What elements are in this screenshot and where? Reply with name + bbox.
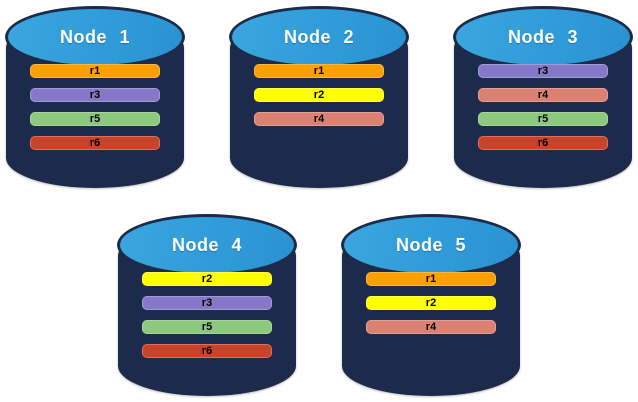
replica-bar: r2 xyxy=(142,272,272,286)
cylinder-top: Node 1 xyxy=(5,6,185,68)
node-title: Node 5 xyxy=(395,234,466,255)
replica-list: r1 r2 r4 xyxy=(254,64,384,126)
replica-bar: r3 xyxy=(30,88,160,102)
database-node: Node 3 r3 r4 r5 r6 xyxy=(453,6,633,190)
replica-bar: r5 xyxy=(478,112,608,126)
replica-bar: r5 xyxy=(30,112,160,126)
replica-label: r6 xyxy=(537,136,549,149)
replica-bar: r1 xyxy=(30,64,160,78)
replica-label: r3 xyxy=(89,88,101,101)
node-title: Node 2 xyxy=(283,26,354,47)
replica-label: r1 xyxy=(89,64,101,77)
cylinder-top: Node 4 xyxy=(117,214,297,276)
replica-bar: r2 xyxy=(366,296,496,310)
replica-bar: r1 xyxy=(254,64,384,78)
replica-label: r5 xyxy=(89,112,101,125)
replica-list: r3 r4 r5 r6 xyxy=(478,64,608,150)
replica-label: r2 xyxy=(313,88,325,101)
database-node: Node 4 r2 r3 r5 r6 xyxy=(117,214,297,398)
replica-bar: r6 xyxy=(30,136,160,150)
replica-label: r3 xyxy=(201,296,213,309)
cylinder-top: Node 5 xyxy=(341,214,521,276)
replica-bar: r3 xyxy=(478,64,608,78)
node-title: Node 3 xyxy=(507,26,578,47)
replica-bar: r4 xyxy=(254,112,384,126)
replica-label: r6 xyxy=(201,344,213,357)
replica-label: r5 xyxy=(201,320,213,333)
node-title: Node 1 xyxy=(59,26,130,47)
database-node: Node 1 r1 r3 r5 r6 xyxy=(5,6,185,190)
replica-bar: r4 xyxy=(366,320,496,334)
replica-label: r4 xyxy=(313,112,325,125)
replica-bar: r3 xyxy=(142,296,272,310)
replica-label: r3 xyxy=(537,64,549,77)
replica-label: r2 xyxy=(425,296,437,309)
replica-bar: r1 xyxy=(366,272,496,286)
replica-bar: r4 xyxy=(478,88,608,102)
replica-label: r2 xyxy=(201,272,213,285)
replica-bar: r6 xyxy=(478,136,608,150)
node-title: Node 4 xyxy=(171,234,242,255)
replica-list: r1 r2 r4 xyxy=(366,272,496,334)
replica-bar: r5 xyxy=(142,320,272,334)
replica-list: r1 r3 r5 r6 xyxy=(30,64,160,150)
replica-label: r4 xyxy=(537,88,549,101)
replica-label: r4 xyxy=(425,320,437,333)
replica-list: r2 r3 r5 r6 xyxy=(142,272,272,358)
database-node: Node 5 r1 r2 r4 xyxy=(341,214,521,398)
cylinder-top: Node 3 xyxy=(453,6,633,68)
replica-label: r6 xyxy=(89,136,101,149)
replica-label: r1 xyxy=(425,272,437,285)
node-row-bottom: Node 4 r2 r3 r5 r6 Node 5 r1 r2 r4 xyxy=(0,190,638,398)
replica-bar: r6 xyxy=(142,344,272,358)
cylinder-top: Node 2 xyxy=(229,6,409,68)
replica-label: r1 xyxy=(313,64,325,77)
replica-bar: r2 xyxy=(254,88,384,102)
database-node: Node 2 r1 r2 r4 xyxy=(229,6,409,190)
replica-label: r5 xyxy=(537,112,549,125)
